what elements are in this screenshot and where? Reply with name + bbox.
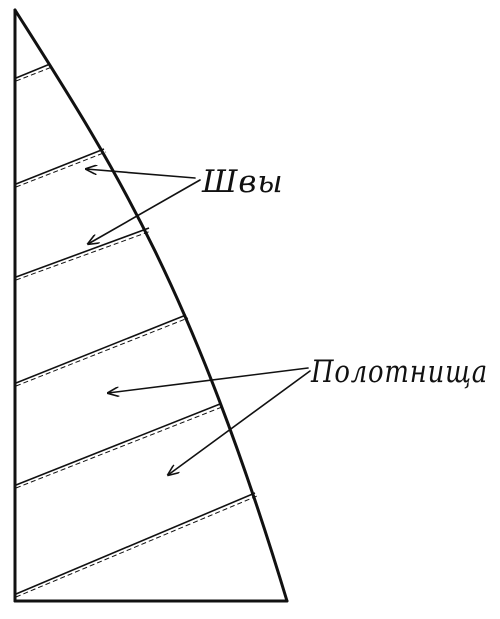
seam-5 <box>15 403 223 489</box>
sail-leech-edge <box>13 8 289 603</box>
seam-4 <box>15 314 189 387</box>
seam-1 <box>15 63 53 82</box>
seam-2 <box>15 148 107 188</box>
leader-arrows <box>86 169 311 475</box>
sail-outline <box>13 8 289 603</box>
panels-label: Полотнища <box>310 354 488 390</box>
panels-arrow-upper <box>108 367 309 393</box>
seam-6 <box>15 492 258 598</box>
seam-3 <box>15 227 152 281</box>
seam-lines <box>15 63 258 598</box>
seams-label: Швы <box>201 164 284 200</box>
seams-arrow-upper <box>86 169 196 179</box>
seams-arrow-lower <box>88 179 201 244</box>
panels-arrow-lower <box>168 370 311 475</box>
